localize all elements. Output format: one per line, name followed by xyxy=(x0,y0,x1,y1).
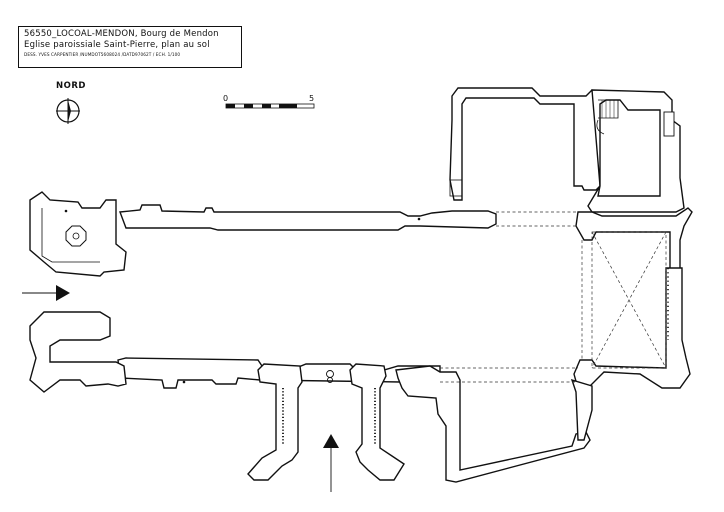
north-label: NORD xyxy=(56,81,86,91)
nave-bay-lines xyxy=(440,211,578,383)
scale-bar xyxy=(225,103,315,109)
scale-end-label: 5 xyxy=(309,94,315,103)
title-line-3: DESS. YVES CARPENTIER /NUMDOT5608024 /DA… xyxy=(24,52,181,57)
title-line-1: 56550_LOCOAL-MENDON, Bourg de Mendon xyxy=(24,29,219,39)
title-line-2: Eglise paroissiale Saint-Pierre, plan au… xyxy=(24,40,210,50)
north-east-annex xyxy=(587,89,685,213)
choir-east-wall xyxy=(573,267,691,398)
south-chapel-east-buttress xyxy=(570,378,593,441)
stair-octagon-icon xyxy=(65,225,87,247)
entrance-arrow-west-icon xyxy=(22,285,70,301)
scale-start-label: 0 xyxy=(223,94,229,103)
north-arrow-icon xyxy=(56,98,80,124)
crossing-vault-projection xyxy=(581,231,669,369)
nave-north-wall xyxy=(119,204,497,231)
spiral-staircase-icon xyxy=(596,99,619,135)
south-chapel xyxy=(395,365,591,483)
wall-marks xyxy=(64,209,421,384)
choir-north-pier xyxy=(575,207,693,271)
entrance-arrow-south-icon xyxy=(323,434,339,492)
north-chapel xyxy=(449,87,601,201)
west-facade-lower xyxy=(29,311,127,393)
south-porch-west xyxy=(247,363,303,481)
title-block: 56550_LOCOAL-MENDON, Bourg de Mendon Egl… xyxy=(18,26,242,68)
tower-inner-line xyxy=(41,208,100,263)
south-porch-east xyxy=(349,363,405,481)
hatched-pillar xyxy=(449,179,463,197)
holy-water-stoup-icon xyxy=(326,370,334,383)
annex-window xyxy=(663,111,675,137)
